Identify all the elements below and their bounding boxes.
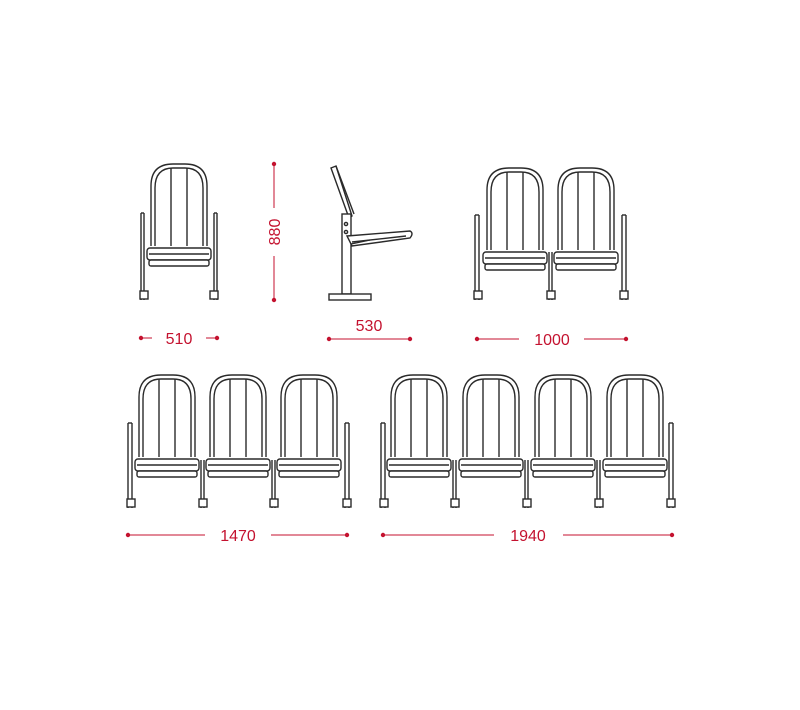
four-seat-bench xyxy=(379,374,676,508)
side-depth-dimension: 530 xyxy=(326,318,413,342)
triple-width-label: 1470 xyxy=(220,528,256,545)
triple-width-dimension: 1470 xyxy=(125,528,350,545)
two-seat-bench xyxy=(473,167,629,300)
quad-width-dimension: 1940 xyxy=(380,528,675,545)
single-width-dimension: 510 xyxy=(138,331,220,348)
single-width-label: 510 xyxy=(166,331,193,348)
single-chair-front-view xyxy=(139,163,219,300)
double-width-dimension: 1000 xyxy=(474,332,629,349)
quad-width-label: 1940 xyxy=(510,528,546,545)
double-width-label: 1000 xyxy=(534,332,570,349)
chair-side-view xyxy=(328,165,413,301)
three-seat-bench xyxy=(126,374,352,508)
side-depth-label: 530 xyxy=(356,318,383,335)
height-label: 880 xyxy=(267,219,284,246)
height-dimension: 880 xyxy=(267,161,284,303)
